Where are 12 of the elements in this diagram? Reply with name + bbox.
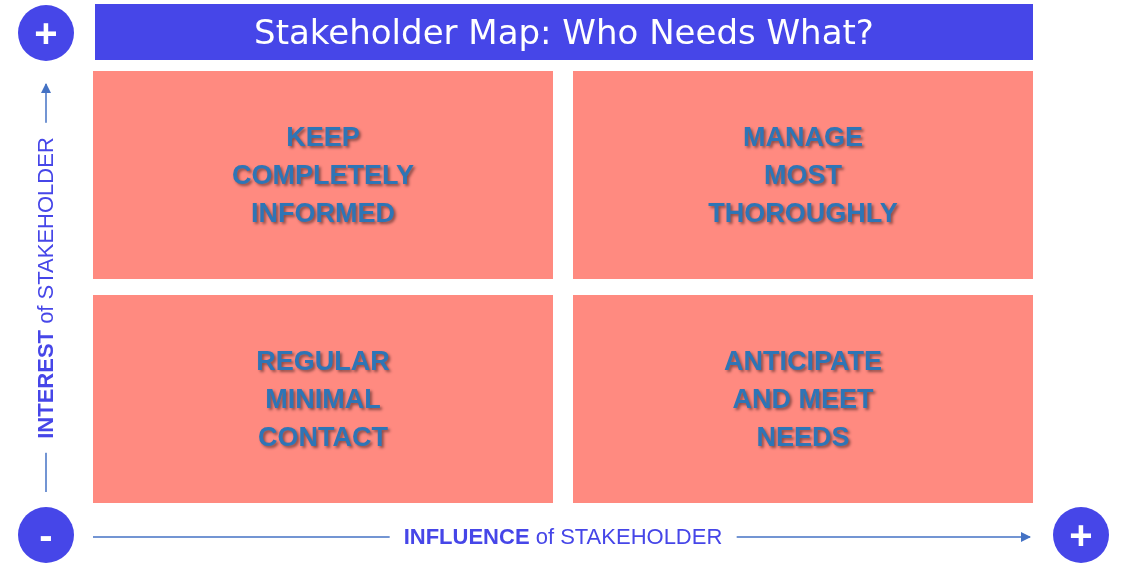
title-bar: Stakeholder Map: Who Needs What?	[95, 4, 1033, 60]
plus-sign: +	[1053, 507, 1109, 563]
minus-sign: -	[18, 507, 74, 563]
quadrant-box	[573, 71, 1033, 279]
quadrant-box	[573, 295, 1033, 503]
quadrant-label: KEEP COMPLETELY INFORMED	[231, 121, 415, 230]
quadrant-box	[93, 295, 553, 503]
quadrant-label: REGULAR MINIMAL CONTACT	[255, 345, 391, 454]
quadrant-box	[93, 71, 553, 279]
quadrant-label: ANTICIPATE AND MEET NEEDS	[723, 345, 883, 454]
plus-sign: +	[18, 5, 74, 61]
quadrant-label: MANAGE MOST THOROUGHLY	[707, 121, 899, 230]
